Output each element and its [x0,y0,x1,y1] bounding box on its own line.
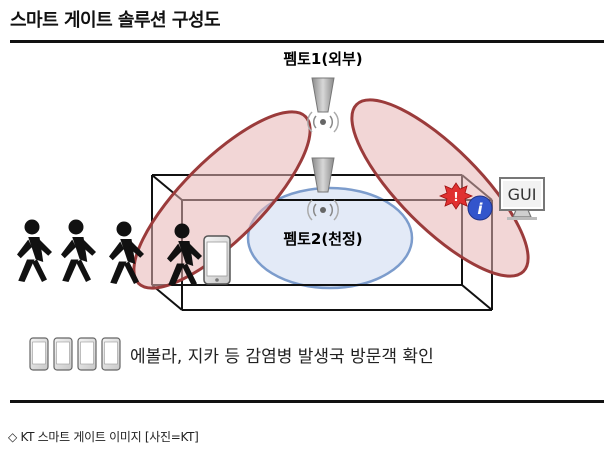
gui-monitor-icon [499,177,545,220]
femto-ceiling-icon [307,157,339,221]
phones-caption: 에볼라, 지카 등 감염병 발생국 방문객 확인 [130,347,434,367]
gui-label: GUI [508,185,537,204]
top-divider [10,40,604,43]
femto-outdoor-label: 펨토1(외부) [283,50,362,68]
svg-text:!: ! [453,190,458,204]
page-title: 스마트 게이트 솔루션 구성도 [10,10,221,31]
right-beam-area [350,98,530,278]
femto-ceiling-label: 펨토2(천정) [283,230,362,248]
phones-legend-icon [29,337,121,371]
phone-icon [203,235,231,285]
ceiling-coverage-area [246,186,414,290]
svg-text:i: i [477,200,483,218]
femto-outdoor-icon [307,77,339,133]
bottom-divider [10,400,604,403]
image-caption: ◇ KT 스마트 게이트 이미지 [사진=KT] [8,430,199,444]
info-icon: i [467,195,493,221]
alert-icon: ! [438,182,474,210]
